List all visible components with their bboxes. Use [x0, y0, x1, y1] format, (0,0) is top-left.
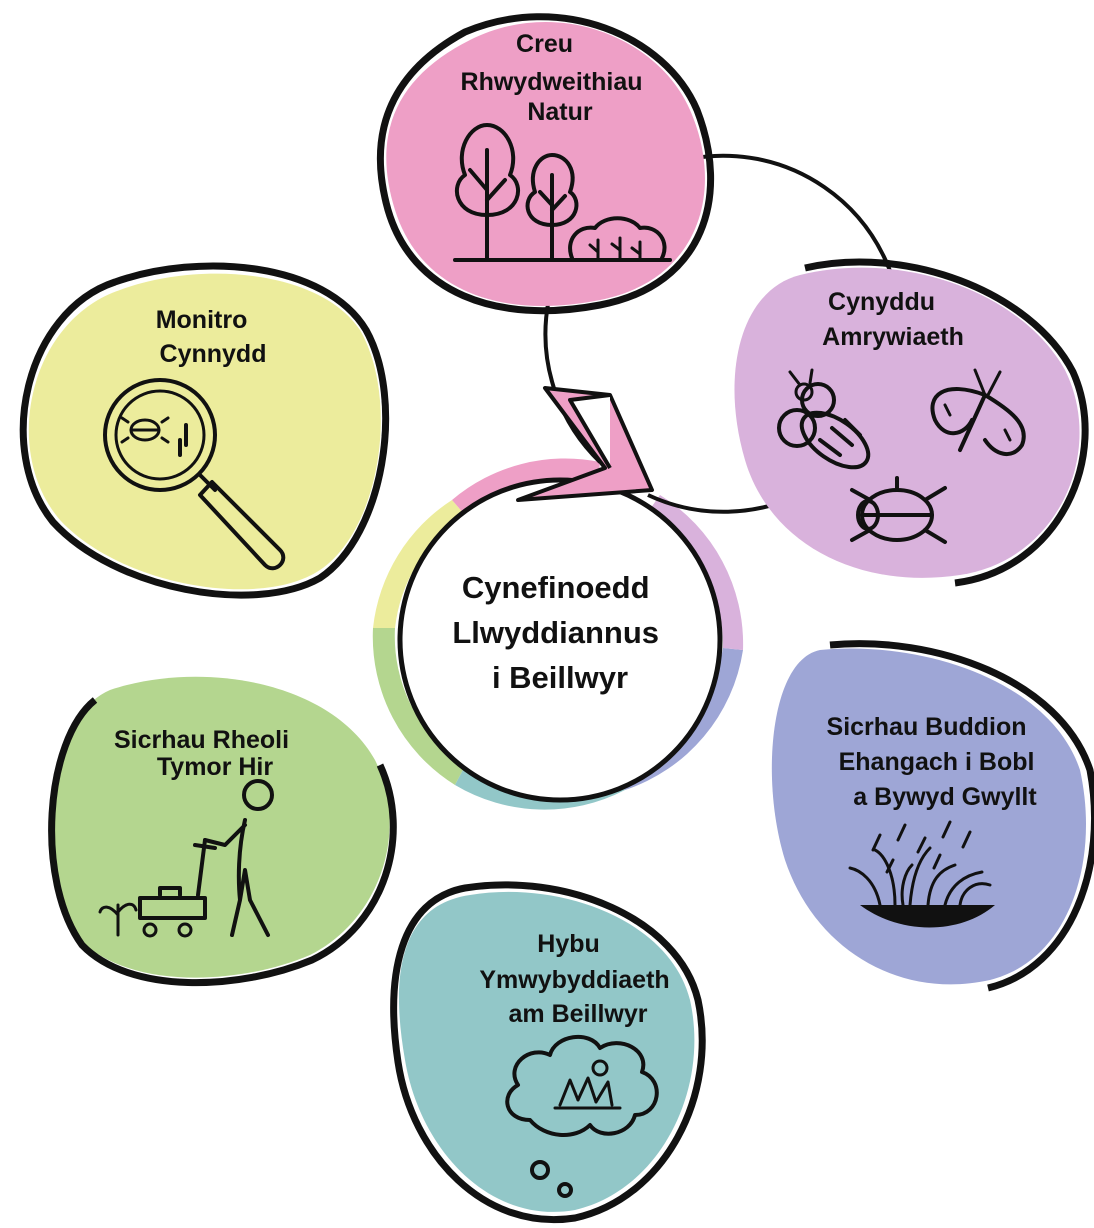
wider-benefits-title: Sicrhau Buddion Ehangach i Bobl a Bywyd …	[827, 713, 1042, 811]
trees-icon	[453, 123, 672, 262]
blob-green	[48, 676, 390, 978]
center-title-line-2: Llwyddiannus	[452, 615, 659, 650]
awareness-line-3: am Beillwyr	[509, 1000, 648, 1028]
monitoring-line-2: Cynnydd	[160, 340, 267, 368]
topic-biodiversity: Cynyddu Amrywiaeth	[734, 258, 1089, 587]
center-title-line-3: i Beillwyr	[492, 660, 628, 695]
long-term-line-2: Tymor Hir	[157, 753, 273, 781]
awareness-title: Hybu Ymwybyddiaeth am Beillwyr	[479, 930, 676, 1028]
monitoring-title: Monitro Cynnydd	[156, 306, 267, 368]
nature-networks-line-2: Rhwydweithiau	[461, 68, 643, 96]
center-title-line-1: Cynefinoedd	[462, 570, 650, 605]
wider-benefits-line-3: a Bywyd Gwyllt	[853, 783, 1037, 811]
center-title: Cynefinoedd Llwyddiannus i Beillwyr	[452, 570, 667, 695]
awareness-line-1: Hybu	[537, 930, 600, 958]
blob-green-outline	[48, 697, 397, 987]
nature-networks-line-1: Creu	[516, 30, 573, 58]
blob-purple	[734, 267, 1080, 578]
arrow-head	[516, 386, 654, 502]
topic-nature-networks: Creu Rhwydweithiau Natur	[376, 13, 715, 315]
long-term-title: Sicrhau Rheoli Tymor Hir	[114, 726, 296, 781]
blob-purple-outline	[804, 258, 1089, 587]
center-circle	[397, 477, 723, 803]
blob-blue-outline	[829, 640, 1094, 992]
nature-networks-line-3: Natur	[527, 98, 593, 126]
long-term-line-1: Sicrhau Rheoli	[114, 726, 289, 754]
blob-teal-outline	[390, 881, 706, 1224]
topic-long-term: Sicrhau Rheoli Tymor Hir	[48, 676, 397, 987]
monitoring-line-1: Monitro	[156, 306, 248, 334]
blob-pink-outline	[376, 13, 715, 315]
blob-blue	[771, 648, 1086, 985]
insects-icon	[777, 368, 1026, 544]
awareness-line-2: Ymwybyddiaeth	[479, 966, 669, 994]
thought-cloud-icon	[505, 1034, 659, 1198]
blob-yellow-outline	[19, 262, 390, 599]
topic-awareness: Hybu Ymwybyddiaeth am Beillwyr	[390, 881, 706, 1224]
center-cycle: Cynefinoedd Llwyddiannus i Beillwyr	[372, 153, 904, 810]
wider-benefits-line-2: Ehangach i Bobl	[839, 748, 1035, 776]
ring-segment-green	[372, 628, 465, 785]
arrow-fold	[568, 393, 612, 470]
topic-monitoring: Monitro Cynnydd	[19, 262, 390, 599]
ring-segment-pink	[452, 458, 600, 515]
topic-wider-benefits: Sicrhau Buddion Ehangach i Bobl a Bywyd …	[771, 640, 1094, 992]
blob-pink	[386, 21, 705, 306]
mower-person-icon	[98, 779, 274, 938]
biodiversity-line-2: Amrywiaeth	[822, 323, 964, 351]
nature-networks-title: Creu Rhwydweithiau Natur	[461, 30, 650, 126]
magnifying-glass-icon	[103, 378, 286, 571]
biodiversity-title: Cynyddu Amrywiaeth	[822, 288, 964, 351]
grass-rain-icon	[848, 820, 995, 928]
wider-benefits-line-1: Sicrhau Buddion	[827, 713, 1027, 741]
biodiversity-line-1: Cynyddu	[828, 288, 935, 316]
